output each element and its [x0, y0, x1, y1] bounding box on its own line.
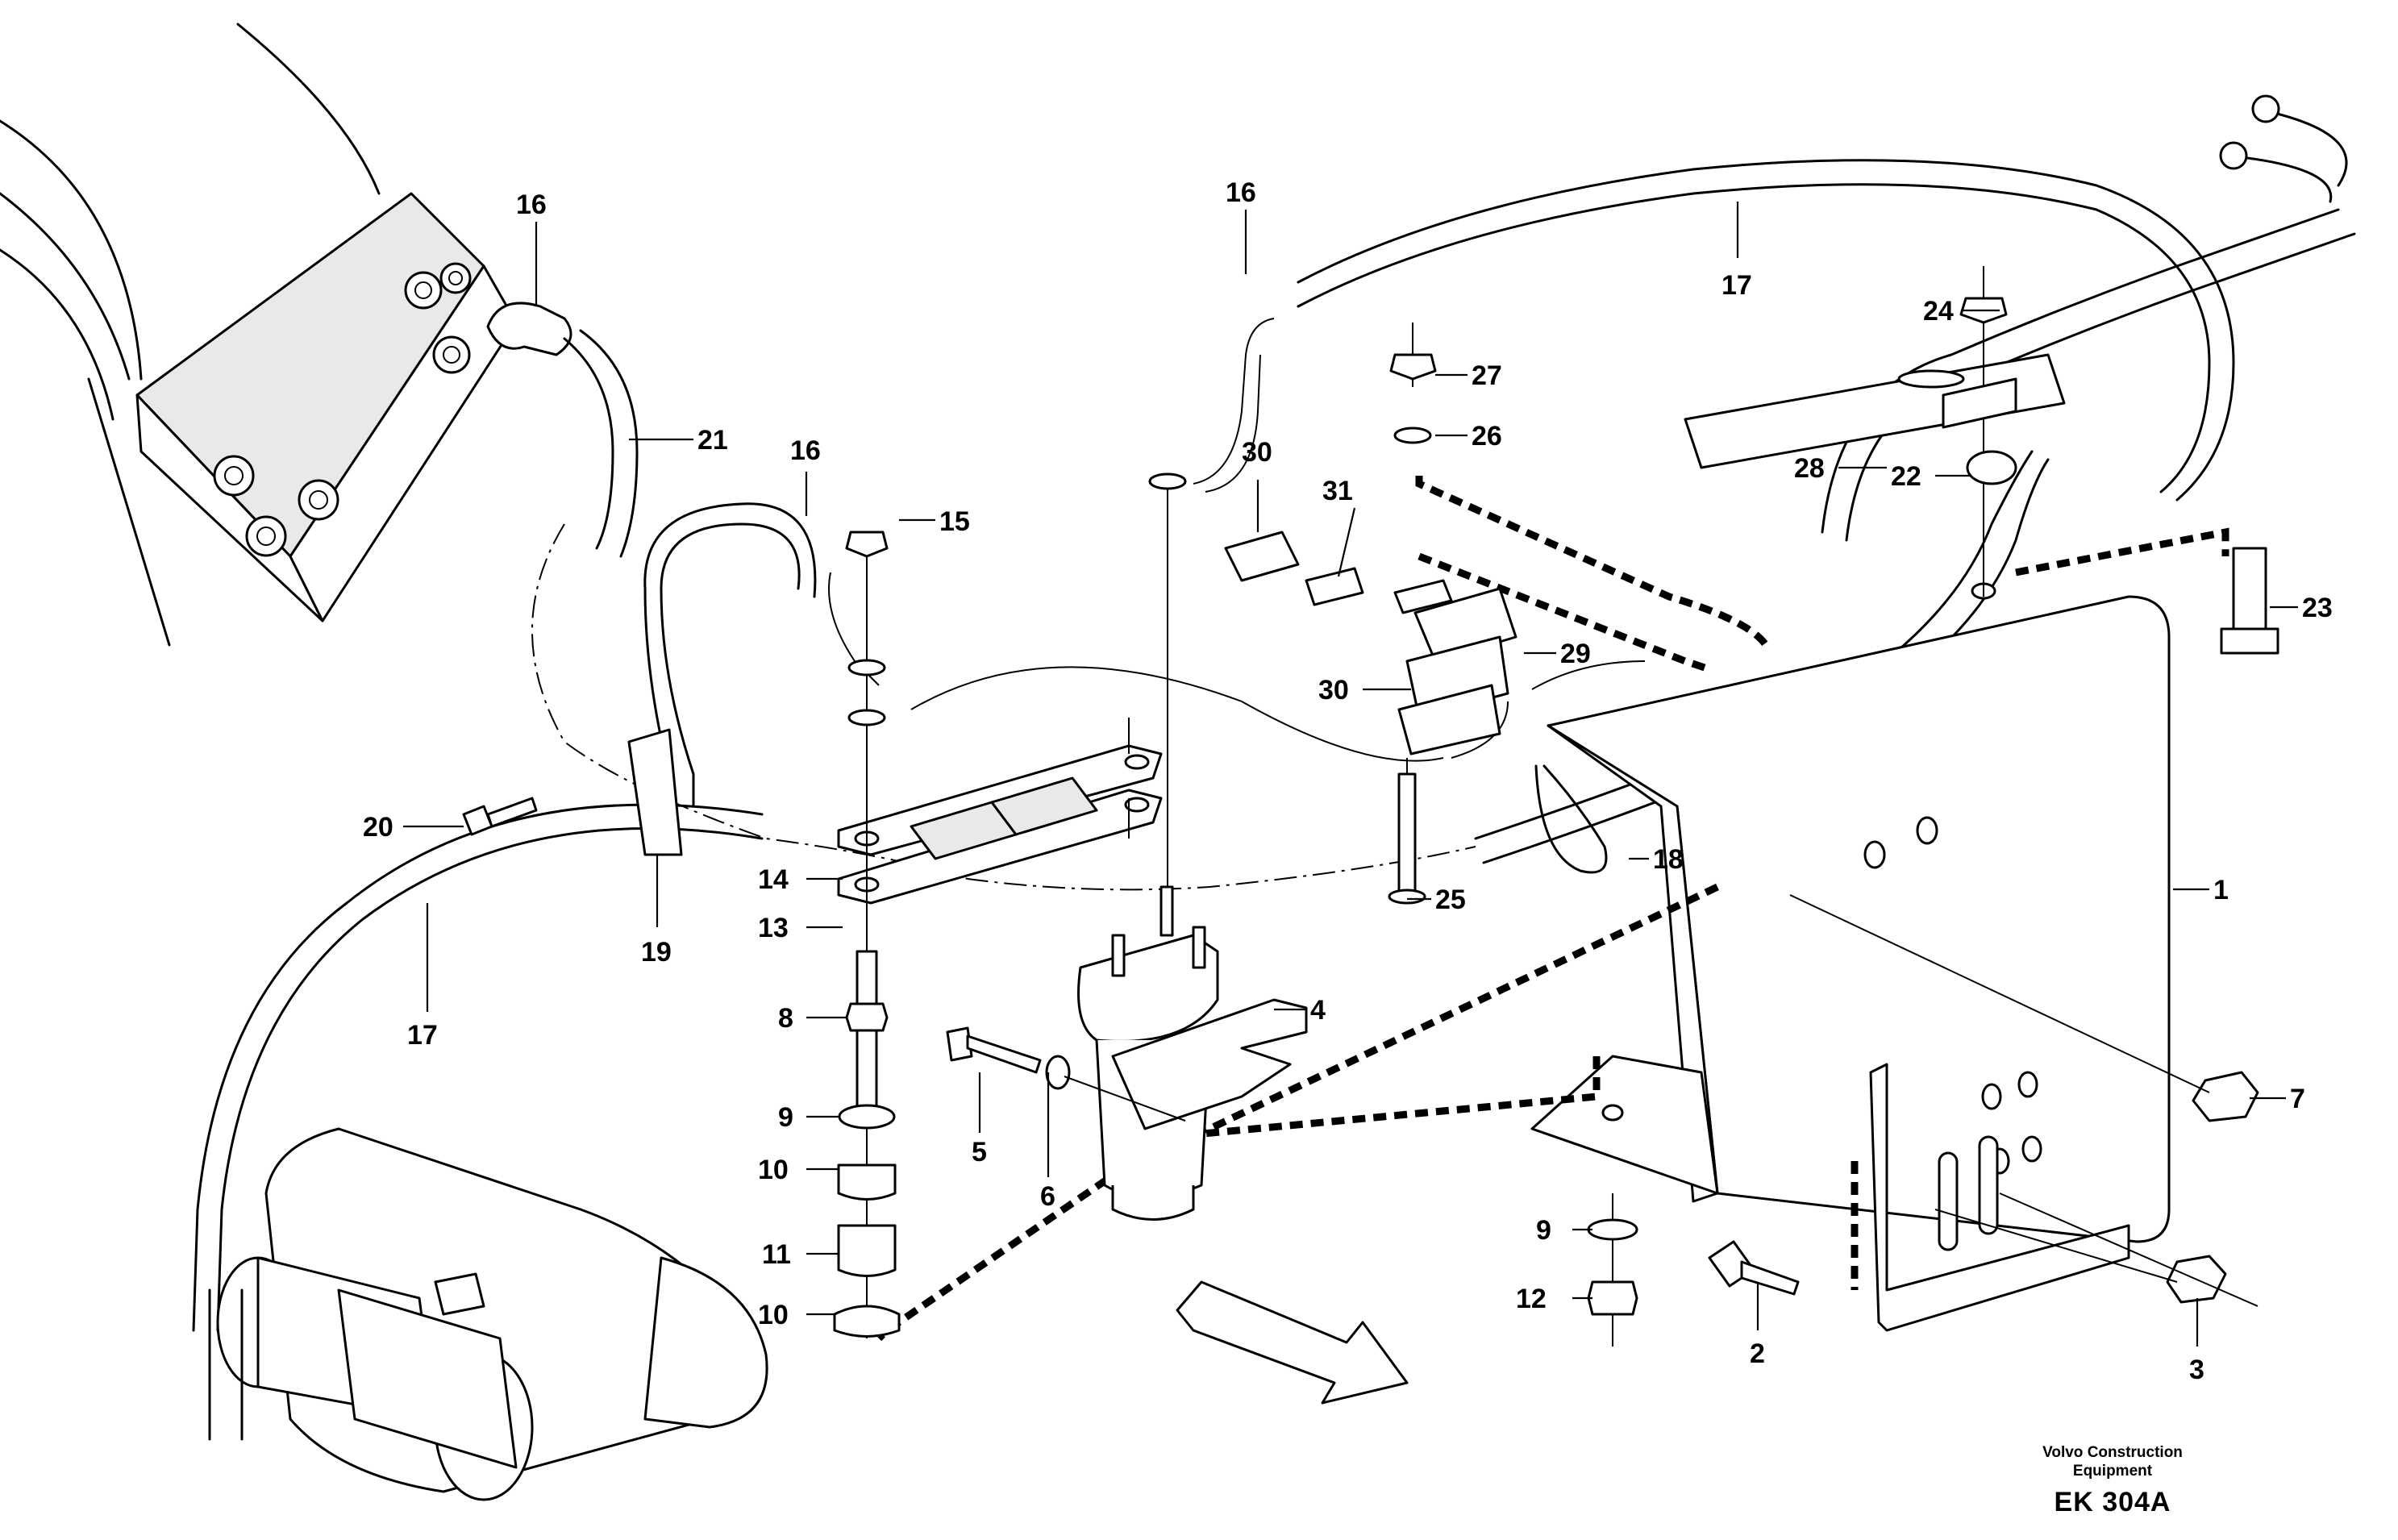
part-labels: 21 16 16 16 15 17 27 26 30 31 24 28 22 2… — [363, 177, 2333, 1385]
leader-lines — [403, 202, 2298, 1346]
label-27: 27 — [1472, 360, 1502, 391]
label-4: 4 — [1310, 995, 1326, 1026]
label-26: 26 — [1472, 421, 1502, 452]
clamp-and-bolt — [462, 728, 683, 856]
label-17-top: 17 — [1721, 270, 1752, 301]
label-7: 7 — [2290, 1084, 2305, 1114]
label-31: 31 — [1322, 476, 1353, 506]
label-25: 25 — [1435, 884, 1466, 915]
label-30b: 30 — [1318, 675, 1349, 705]
label-18: 18 — [1653, 844, 1684, 875]
label-21: 21 — [697, 425, 728, 456]
drawing-code: EK 304A — [2054, 1487, 2171, 1517]
brand-line-1: Volvo Construction — [2042, 1444, 2183, 1461]
label-22: 22 — [1891, 461, 1921, 492]
terminal-bars — [837, 718, 1163, 905]
label-16a: 16 — [516, 189, 547, 220]
label-23: 23 — [2302, 593, 2333, 623]
label-3: 3 — [2189, 1355, 2204, 1385]
bolt-and-washer — [946, 1026, 1186, 1122]
stud-stack — [833, 531, 901, 1338]
label-5: 5 — [972, 1137, 987, 1167]
label-12: 12 — [1516, 1284, 1547, 1314]
main-bracket — [1530, 353, 2171, 1332]
label-16b: 16 — [790, 435, 821, 466]
label-28: 28 — [1794, 453, 1825, 484]
label-17-bottom: 17 — [407, 1020, 438, 1051]
label-13: 13 — [758, 913, 789, 943]
label-6: 6 — [1040, 1181, 1055, 1212]
label-20: 20 — [363, 812, 393, 843]
label-10b: 10 — [758, 1300, 789, 1330]
label-1: 1 — [2213, 875, 2229, 905]
label-30a: 30 — [1242, 437, 1272, 468]
label-19: 19 — [641, 937, 672, 968]
direction-arrow — [1176, 1280, 1409, 1405]
fasteners — [1389, 266, 2279, 1346]
relay — [1077, 472, 1308, 1221]
label-10a: 10 — [758, 1155, 789, 1185]
connectors — [1224, 531, 1608, 905]
label-8: 8 — [778, 1003, 793, 1034]
label-29: 29 — [1560, 639, 1591, 669]
brand-line-2: Equipment — [2072, 1463, 2153, 1480]
label-2: 2 — [1750, 1338, 1765, 1369]
footer-brand: Volvo Construction Equipment EK 304A — [1967, 1443, 2258, 1518]
label-9b: 9 — [1536, 1215, 1551, 1246]
label-14: 14 — [758, 864, 789, 895]
label-9a: 9 — [778, 1102, 793, 1133]
starter-motor — [208, 1127, 768, 1501]
label-15: 15 — [939, 506, 970, 537]
label-24: 24 — [1923, 296, 1954, 327]
frame-beam-with-valve-block — [0, 23, 572, 647]
label-16c: 16 — [1226, 177, 1256, 208]
label-11: 11 — [762, 1239, 791, 1270]
